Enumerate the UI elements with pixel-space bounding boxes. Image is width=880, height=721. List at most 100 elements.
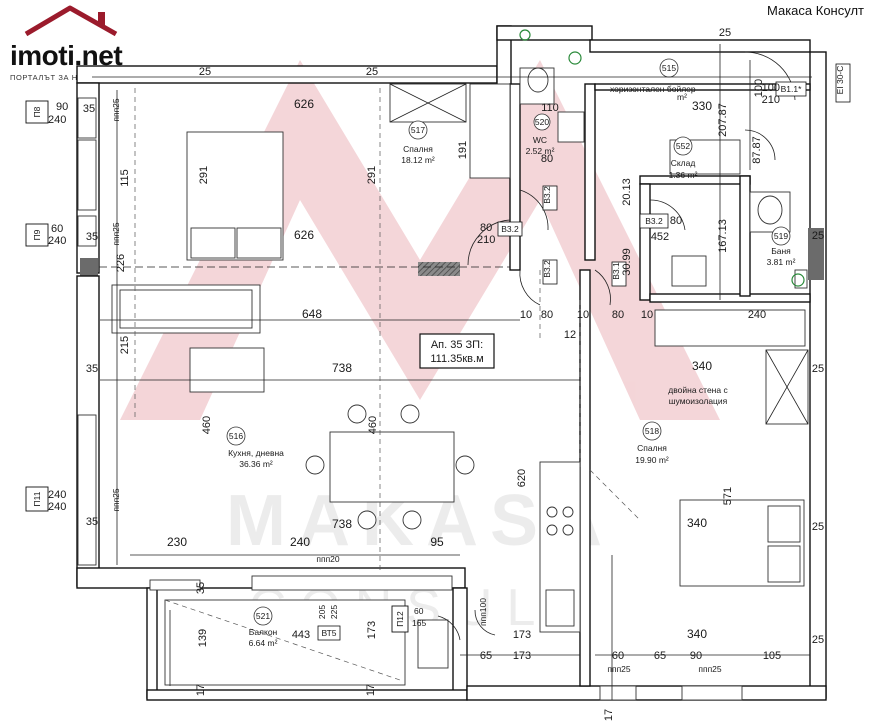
svg-text:521: 521 [256, 611, 270, 621]
svg-text:17: 17 [603, 709, 615, 721]
apartment-label: Ап. 35 ЗП: 111.35кв.м [419, 333, 495, 369]
dimension-lines [92, 44, 812, 700]
svg-text:35: 35 [195, 582, 207, 594]
svg-text:167.13: 167.13 [717, 219, 729, 253]
svg-text:17: 17 [195, 684, 207, 696]
svg-text:35: 35 [86, 231, 98, 243]
svg-text:95: 95 [430, 535, 444, 549]
svg-text:240: 240 [748, 309, 766, 321]
svg-text:240: 240 [48, 114, 66, 126]
svg-text:139: 139 [197, 629, 209, 647]
svg-text:291: 291 [198, 166, 210, 184]
room-521: 521 Балкон 6.64 m² [249, 606, 278, 648]
svg-text:В3.2: В3.2 [501, 224, 519, 234]
svg-text:173: 173 [366, 621, 378, 639]
svg-text:25: 25 [812, 363, 824, 375]
svg-text:10: 10 [520, 309, 532, 321]
svg-text:60: 60 [612, 650, 624, 662]
svg-text:516: 516 [229, 431, 243, 441]
svg-text:517: 517 [411, 125, 425, 135]
door-tag-bt5: ВТ5 [317, 625, 341, 641]
room-517: 517 Спалня 18.12 m² [401, 120, 435, 165]
svg-text:3.81 m²: 3.81 m² [767, 257, 796, 267]
svg-text:452: 452 [651, 231, 669, 243]
svg-text:340: 340 [687, 516, 707, 530]
svg-text:П9: П9 [32, 229, 42, 240]
room-518: 518 Спалня 19.90 m² [635, 421, 669, 465]
svg-text:25: 25 [366, 66, 378, 78]
svg-text:207.87: 207.87 [717, 103, 729, 137]
svg-text:340: 340 [687, 627, 707, 641]
svg-text:25: 25 [812, 521, 824, 533]
svg-text:m²: m² [677, 92, 687, 102]
svg-text:ппп25: ппп25 [111, 98, 121, 122]
svg-text:18.12 m²: 18.12 m² [401, 155, 435, 165]
door-tag-b32-b: В3.2 [542, 185, 558, 211]
svg-text:12: 12 [564, 329, 576, 341]
svg-text:Спалня: Спалня [403, 144, 433, 154]
svg-text:100: 100 [753, 79, 765, 97]
company-name: Макаса Консулт [767, 3, 864, 18]
svg-text:240: 240 [48, 489, 66, 501]
svg-text:515: 515 [662, 63, 676, 73]
svg-text:80: 80 [480, 222, 492, 234]
svg-text:519: 519 [774, 231, 788, 241]
door-tag-b32-a: В3.2 80 210 [477, 221, 523, 246]
svg-text:215: 215 [119, 336, 131, 354]
svg-text:80: 80 [541, 309, 553, 321]
svg-text:WC: WC [533, 135, 547, 145]
svg-text:Склад: Склад [671, 158, 696, 168]
svg-text:ппп100: ппп100 [478, 598, 488, 626]
window-tag-p9: П9 60 240 [25, 223, 66, 247]
svg-text:330: 330 [692, 99, 712, 113]
svg-text:205: 205 [317, 605, 327, 619]
svg-text:90: 90 [56, 101, 68, 113]
dimension-labels: 25 25 626 191 291 291 626 110 330 207.87… [83, 27, 824, 721]
svg-text:105: 105 [763, 650, 781, 662]
svg-text:552: 552 [676, 141, 690, 151]
room-520: 520 WC 2.52 m² [526, 113, 555, 156]
svg-text:65: 65 [654, 650, 666, 662]
svg-text:17: 17 [365, 684, 377, 696]
windows [77, 97, 743, 701]
svg-text:19.90 m²: 19.90 m² [635, 455, 669, 465]
svg-text:115: 115 [119, 169, 131, 187]
svg-text:240: 240 [290, 535, 310, 549]
svg-text:291: 291 [366, 166, 378, 184]
svg-text:173: 173 [513, 629, 531, 641]
svg-text:25: 25 [199, 66, 211, 78]
svg-text:ппп25: ппп25 [698, 664, 722, 674]
svg-text:36.36 m²: 36.36 m² [239, 459, 273, 469]
svg-text:В3.2: В3.2 [645, 216, 663, 226]
svg-text:35: 35 [83, 103, 95, 115]
svg-text:90: 90 [690, 650, 702, 662]
svg-text:П11: П11 [32, 491, 42, 506]
svg-text:35: 35 [86, 363, 98, 375]
door-tags: В3.2 80 210 В3.2 В3.2 В3.1 В3.2 В1.1* 10… [317, 63, 851, 641]
svg-text:110: 110 [541, 102, 559, 114]
svg-text:20.13: 20.13 [621, 178, 633, 206]
svg-text:738: 738 [332, 361, 352, 375]
svg-text:226: 226 [115, 254, 127, 272]
svg-text:10: 10 [577, 309, 589, 321]
svg-text:191: 191 [457, 141, 469, 159]
furniture [111, 29, 809, 686]
svg-text:80: 80 [612, 309, 624, 321]
svg-text:230: 230 [167, 535, 187, 549]
door-tag-b32-d: В3.2 [639, 213, 669, 229]
svg-text:В1.1*: В1.1* [781, 84, 802, 94]
svg-text:В3.1: В3.1 [611, 262, 621, 280]
svg-text:2.52 m²: 2.52 m² [526, 146, 555, 156]
window-tag-p11: П11 240 240 [25, 486, 66, 513]
room-519: 519 Баня 3.81 m² [767, 226, 796, 267]
svg-text:EI 30-C: EI 30-C [835, 66, 845, 95]
svg-text:65: 65 [480, 650, 492, 662]
svg-text:111.35кв.м: 111.35кв.м [430, 353, 483, 365]
svg-text:П12: П12 [395, 611, 405, 627]
svg-text:620: 620 [516, 469, 528, 487]
svg-text:571: 571 [722, 487, 734, 505]
svg-text:738: 738 [332, 517, 352, 531]
svg-text:626: 626 [294, 97, 314, 111]
svg-text:240: 240 [48, 501, 66, 513]
svg-text:6.64 m²: 6.64 m² [249, 638, 278, 648]
